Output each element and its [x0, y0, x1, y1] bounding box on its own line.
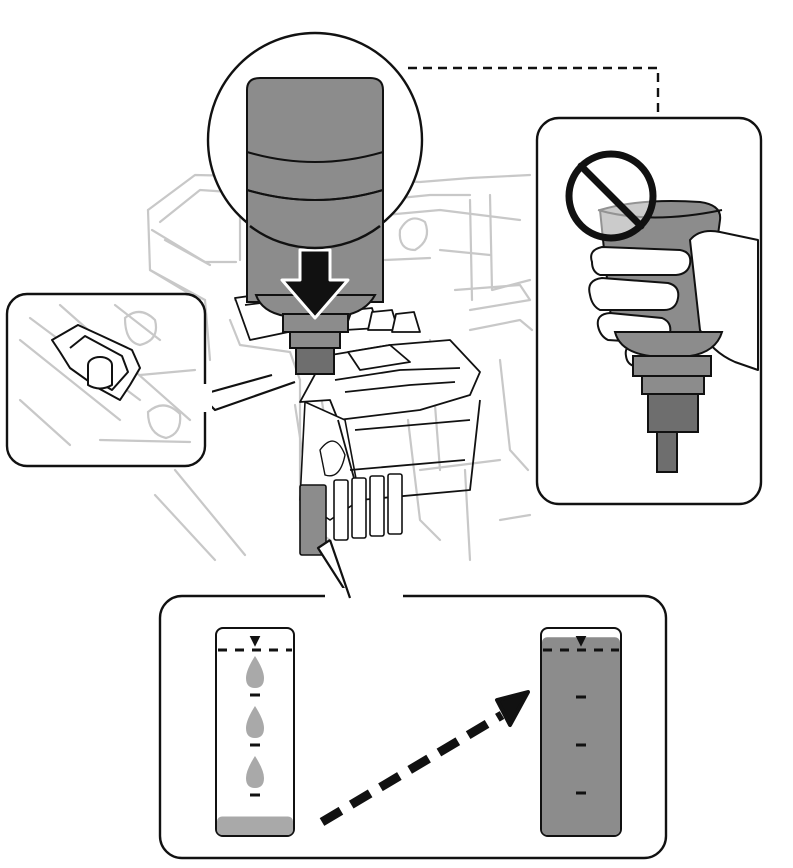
- tank-inlet-icon: [51, 324, 141, 401]
- ink-level-before: ▼: [215, 627, 295, 837]
- prohibited-icon: [565, 150, 657, 242]
- ink-level-after: ▼: [540, 627, 622, 837]
- ink-drop-icon: [246, 656, 264, 788]
- dashed-connector: [408, 66, 660, 118]
- ink-fill-after: [542, 637, 620, 835]
- squeeze-warning-panel: [535, 116, 763, 506]
- insert-down-arrow-icon: [280, 248, 350, 320]
- upper-line-marker-after: ▼: [576, 633, 587, 649]
- tank-windows: [299, 473, 403, 556]
- bottle-cap-icon: [246, 77, 384, 201]
- fill-progress-arrow-icon: [319, 690, 530, 826]
- ink-level-panel: ▼ ▼: [158, 539, 668, 860]
- tank-inlet-zoom-panel: [5, 292, 296, 468]
- bottle-cap-zoom-callout: [206, 31, 424, 250]
- upper-line-marker-before: ▼: [250, 633, 261, 649]
- ink-fill-before: [217, 816, 293, 835]
